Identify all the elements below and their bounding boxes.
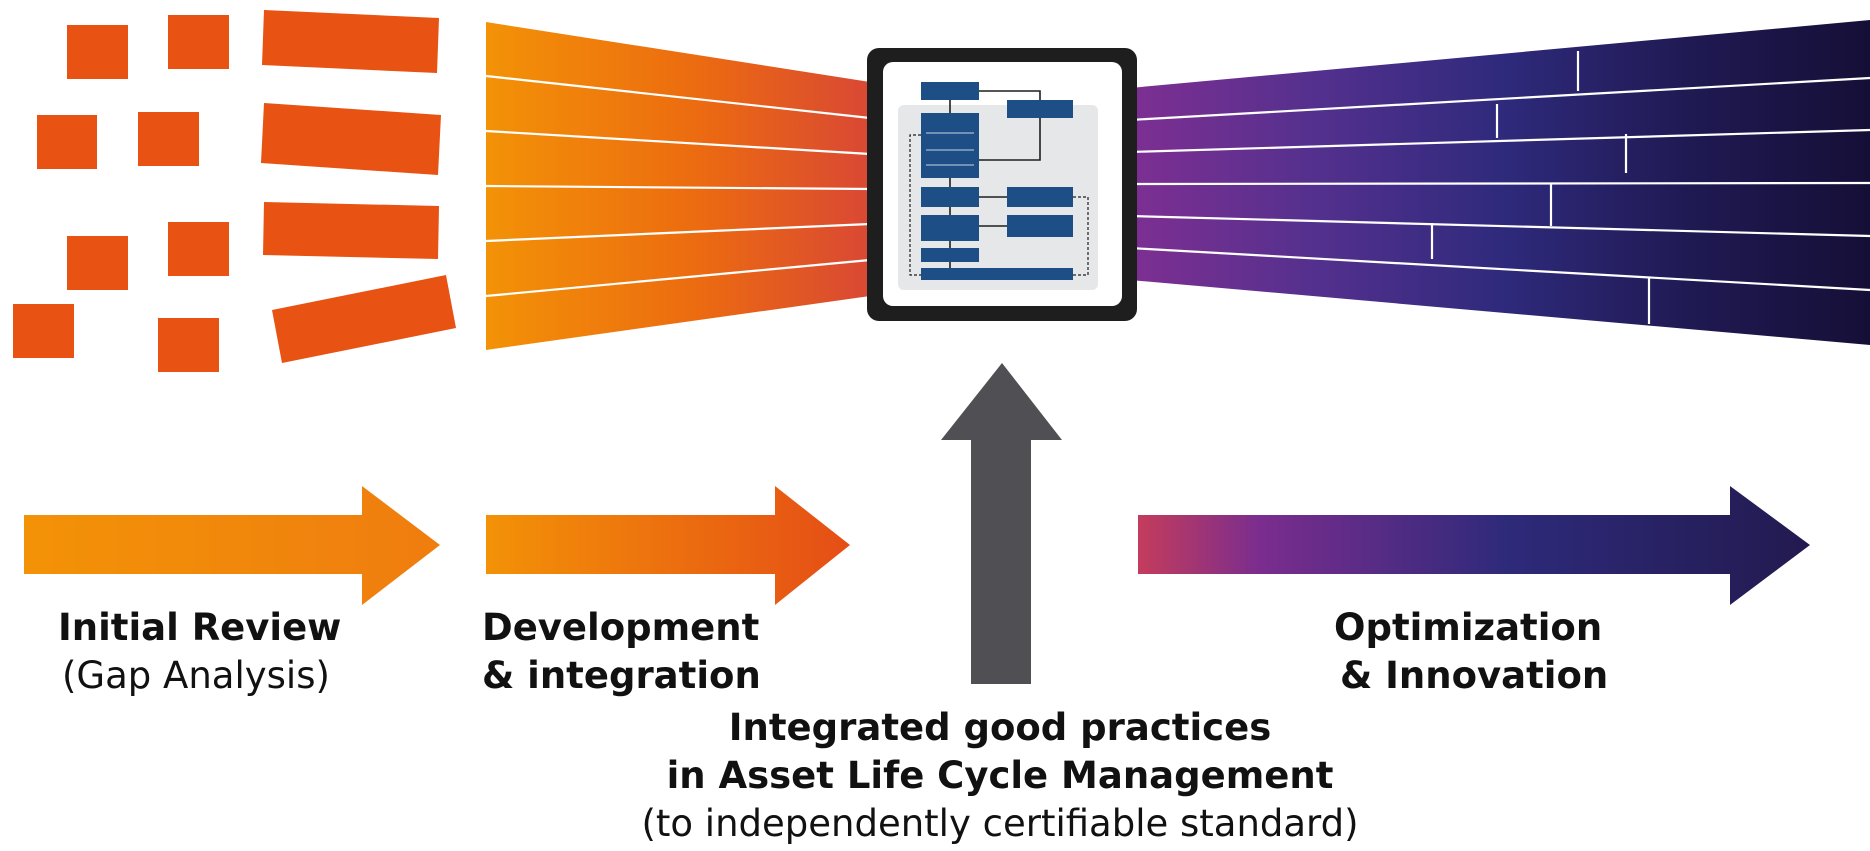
initial-review-arrow (24, 486, 440, 605)
optimization-label: Optimization & Innovation (1334, 604, 1608, 700)
scatter-block (67, 25, 128, 79)
scatter-block (67, 236, 128, 290)
initial-review-title: Initial Review (58, 606, 342, 649)
integrated-practices-label: Integrated good practices in Asset Life … (600, 704, 1400, 848)
scatter-bar (263, 202, 439, 259)
development-arrow (486, 486, 850, 605)
development-line1: Development (482, 606, 760, 649)
scatter-bar (261, 103, 441, 175)
left-converging-fan (485, 22, 871, 350)
scatter-block (138, 112, 199, 166)
optimization-arrow (1138, 486, 1810, 605)
optimization-line2: & Innovation (1340, 654, 1609, 697)
integrated-line1: Integrated good practices (728, 706, 1272, 749)
right-diverging-fan (1129, 20, 1870, 345)
scatter-block (158, 318, 219, 372)
up-arrow-icon (941, 363, 1062, 684)
scatter-block (168, 222, 229, 276)
development-line2: & integration (482, 654, 761, 697)
scatter-block (37, 115, 97, 169)
scatter-block (168, 15, 229, 69)
scattered-blocks (13, 10, 456, 372)
scatter-block (13, 304, 74, 358)
integrated-line2: in Asset Life Cycle Management (666, 754, 1334, 797)
scatter-bar (262, 10, 439, 73)
optimization-line1: Optimization (1334, 606, 1603, 649)
initial-review-subtitle: (Gap Analysis) (62, 654, 330, 697)
development-label: Development & integration (482, 604, 761, 700)
framework-thumbnail-icon (867, 48, 1137, 321)
scatter-bar (272, 275, 456, 363)
initial-review-label: Initial Review (Gap Analysis) (58, 604, 341, 700)
integrated-line3: (to independently certifiable standard) (641, 802, 1359, 845)
